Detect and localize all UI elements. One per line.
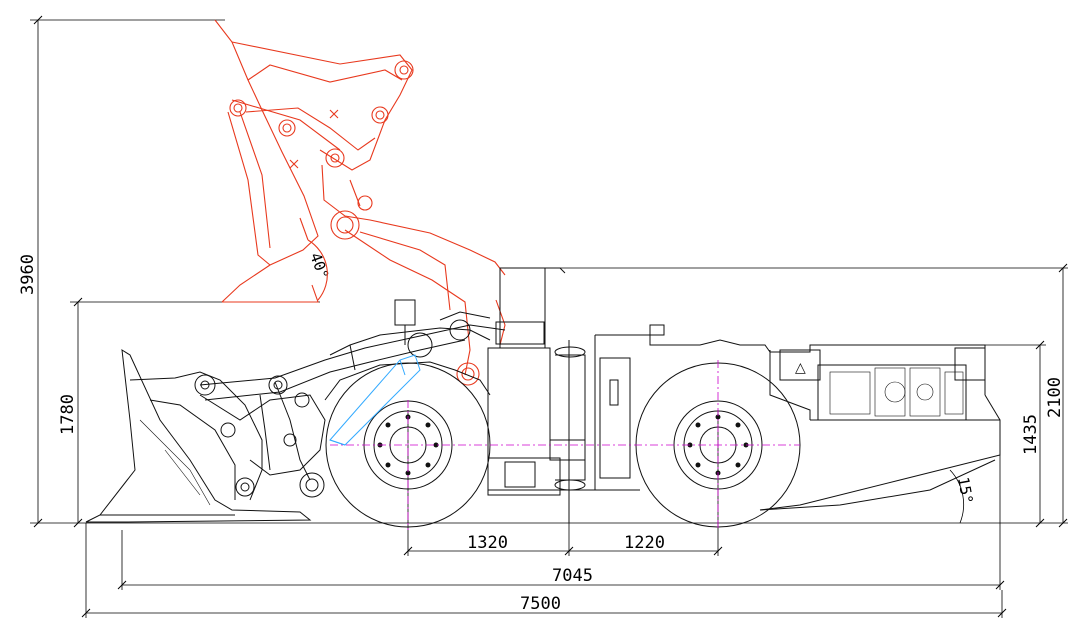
dimension-lines — [30, 15, 1068, 618]
dim-max-bucket-height: 3960 — [18, 254, 38, 295]
wheel-bolts — [377, 414, 749, 476]
departure-angle-arc — [949, 469, 964, 524]
dim-bucket-pin-height: 1780 — [58, 394, 78, 435]
dim-overall-length: 7500 — [520, 594, 561, 614]
angle-departure: 15° — [954, 476, 976, 506]
loader-machine — [85, 267, 1001, 528]
lift-geometry-lines — [329, 354, 421, 446]
dim-overall-height: 2100 — [1045, 377, 1065, 418]
angle-dump: 40° — [306, 250, 332, 282]
dim-front-axle-to-pivot: 1320 — [467, 533, 508, 553]
warning-triangle-icon: △ — [795, 360, 806, 376]
dim-body-length: 7045 — [552, 566, 593, 586]
dim-pivot-to-rear-axle: 1220 — [624, 533, 665, 553]
wheel-centerlines — [330, 360, 800, 530]
raised-bucket-outline — [214, 19, 506, 386]
dim-rear-height: 1435 — [1021, 414, 1041, 455]
